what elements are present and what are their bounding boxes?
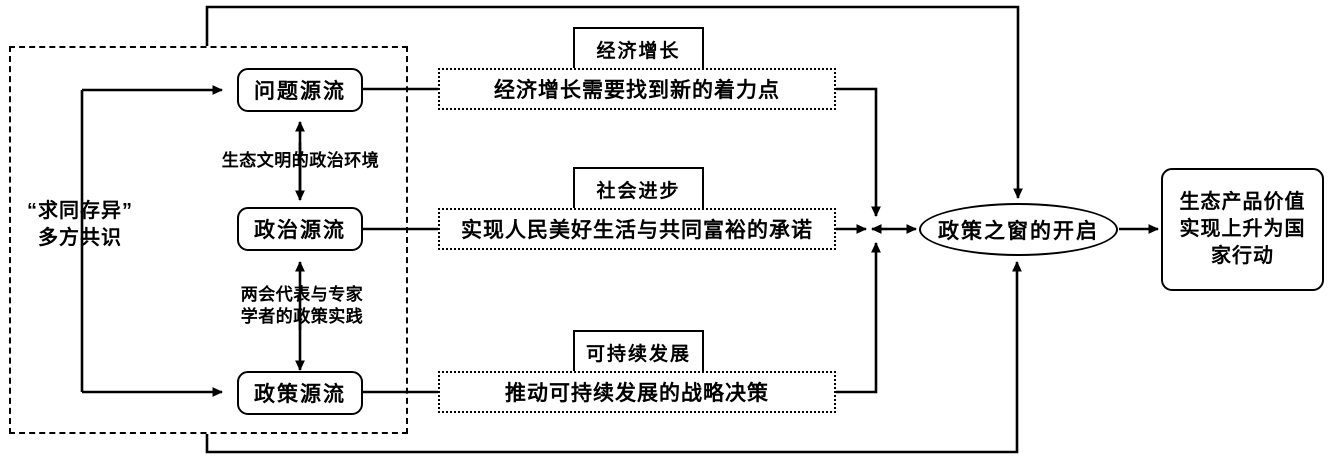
tag-box-sustainable: 可持续发展 (573, 330, 704, 372)
stream-box-policy[interactable]: 政策源流 (237, 371, 363, 415)
statement-box-social[interactable]: 实现人民美好生活与共同富裕的承诺 (438, 208, 836, 250)
edge-label-environment-line1: 生态文明的政治环境 (221, 151, 380, 170)
consensus-label: “求同存异” 多方共识 (6, 198, 154, 252)
edge-label-practice-line2: 学者的政策实践 (240, 307, 364, 327)
consensus-group-container (9, 46, 408, 434)
statement-box-growth[interactable]: 经济增长需要找到新的着力点 (438, 68, 836, 110)
policy-window-ellipse[interactable]: 政策之窗的开启 (919, 203, 1118, 256)
outcome-line3: 家行动 (1211, 245, 1274, 267)
tag-label-sustainable: 可持续发展 (585, 343, 691, 365)
policy-window-label: 政策之窗的开启 (938, 219, 1099, 243)
outcome-line2: 实现上升为国 (1179, 218, 1306, 240)
wire-feedback-top (205, 5, 1023, 199)
wire-growth-to-junction (836, 87, 881, 217)
tag-box-social: 社会进步 (573, 167, 704, 209)
outcome-line1: 生态产品价值 (1179, 191, 1306, 213)
wire-sustainable-to-junction (836, 242, 881, 394)
stream-label-politics: 政治源流 (254, 219, 346, 242)
edge-label-practice: 两会代表与专家 学者的政策实践 (207, 284, 397, 328)
tag-box-growth: 经济增长 (573, 27, 704, 69)
stream-box-problem[interactable]: 问题源流 (237, 68, 363, 112)
consensus-label-line1: “求同存异” (27, 200, 133, 222)
wire-feedback-bottom (205, 261, 1022, 454)
statement-text-growth: 经济增长需要找到新的着力点 (494, 79, 780, 102)
statement-text-sustainable: 推动可持续发展的战略决策 (505, 382, 769, 405)
tag-label-social: 社会进步 (596, 180, 681, 202)
statement-text-social: 实现人民美好生活与共同富裕的承诺 (461, 219, 813, 242)
outcome-box[interactable]: 生态产品价值 实现上升为国 家行动 (1161, 168, 1324, 291)
tag-label-growth: 经济增长 (596, 40, 681, 62)
stream-label-policy: 政策源流 (254, 383, 346, 406)
statement-box-sustainable[interactable]: 推动可持续发展的战略决策 (438, 371, 836, 413)
stream-label-problem: 问题源流 (254, 80, 346, 103)
edge-label-environment: 生态文明的政治环境 (198, 150, 403, 172)
edge-label-practice-line1: 两会代表与专家 (240, 285, 364, 304)
stream-box-politics[interactable]: 政治源流 (237, 207, 363, 251)
consensus-label-line2: 多方共识 (38, 227, 122, 249)
